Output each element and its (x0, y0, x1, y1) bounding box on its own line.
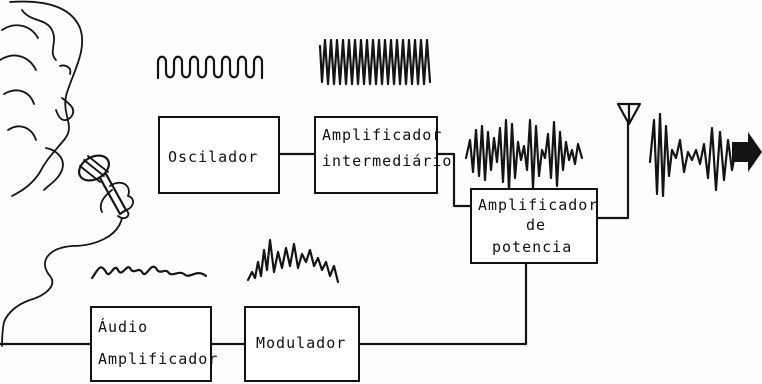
amplificador-potencia-line2: de (526, 216, 547, 234)
amplificador-intermediario-block: Amplificador intermediário (314, 116, 451, 194)
audio-amplificador-line2: Amplificador (98, 350, 219, 368)
oscilador-label: Oscilador (168, 148, 259, 166)
oscilador-block: Oscilador (158, 116, 280, 194)
amplificador-potencia-line3: potencia (492, 238, 573, 256)
amplificador-potencia-block: Amplificador de potencia (470, 188, 598, 264)
output-waveform (648, 112, 738, 198)
amplificador-intermediario-line1: Amplificador (322, 126, 443, 144)
microphone-icon (1, 154, 134, 347)
carrier-waveform (156, 55, 264, 80)
audio-amplificador-block: Áudio Amplificador (90, 306, 217, 382)
modulated-waveform (464, 118, 584, 192)
amplificador-potencia-line1: Amplificador (478, 196, 599, 214)
audio-amplificador-line1: Áudio (98, 318, 149, 336)
output-arrow-icon (732, 132, 762, 172)
amplificador-intermediario-line2: intermediário (322, 152, 453, 170)
modulating-waveform (246, 238, 340, 284)
modulador-label: Modulador (256, 334, 347, 352)
modulador-block: Modulador (244, 306, 360, 382)
amplified-carrier-waveform (318, 38, 432, 86)
antenna-icon (616, 102, 642, 126)
singer-illustration (0, 0, 84, 197)
signal-paths (0, 120, 630, 346)
audio-waveform (90, 265, 208, 280)
